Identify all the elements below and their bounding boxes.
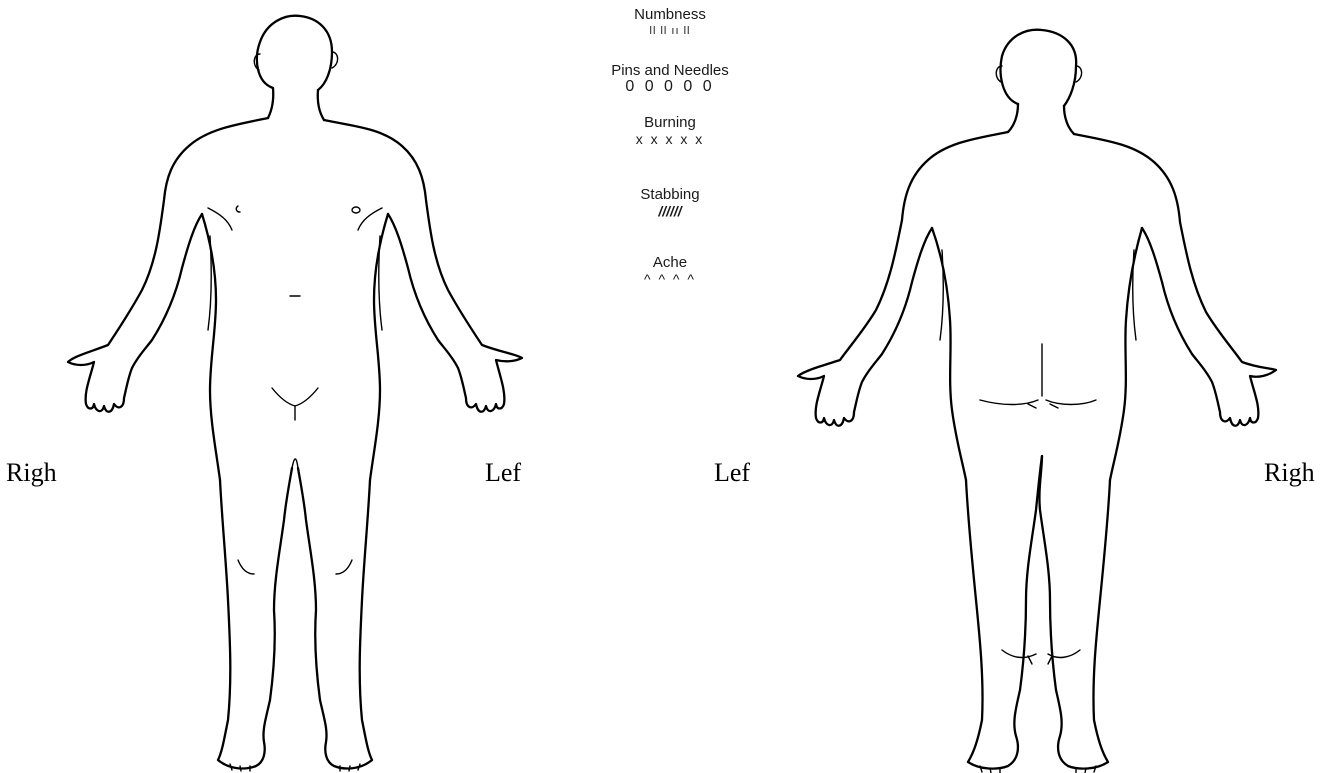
legend-label: Pins and Needles bbox=[540, 62, 800, 79]
legend-symbol: ll ll ıı ll bbox=[540, 23, 800, 39]
legend-symbol: x x x x x bbox=[540, 131, 800, 147]
front-body-outline bbox=[68, 16, 522, 771]
legend-item-stabbing: Stabbing ////// bbox=[540, 186, 800, 219]
front-left-side-label: Lef bbox=[485, 458, 521, 488]
legend-symbol: 0 0 0 0 0 bbox=[540, 79, 800, 95]
back-body-outline bbox=[798, 30, 1276, 773]
front-body-details bbox=[208, 206, 382, 574]
legend-label: Numbness bbox=[540, 6, 800, 23]
legend-item-pins-and-needles: Pins and Needles 0 0 0 0 0 bbox=[540, 62, 800, 95]
legend-symbol: ////// bbox=[540, 203, 800, 219]
legend-item-ache: Ache ^ ^ ^ ^ bbox=[540, 254, 800, 287]
front-body-figure bbox=[60, 0, 530, 773]
legend-item-burning: Burning x x x x x bbox=[540, 114, 800, 147]
legend-label: Burning bbox=[540, 114, 800, 131]
back-right-side-label: Righ bbox=[1264, 458, 1315, 488]
legend-label: Stabbing bbox=[540, 186, 800, 203]
legend-symbol: ^ ^ ^ ^ bbox=[540, 271, 800, 287]
back-left-side-label: Lef bbox=[714, 458, 750, 488]
back-body-details bbox=[980, 344, 1096, 664]
back-body-figure bbox=[792, 0, 1278, 773]
legend-item-numbness: Numbness ll ll ıı ll bbox=[540, 6, 800, 39]
legend-label: Ache bbox=[540, 254, 800, 271]
front-right-side-label: Righ bbox=[6, 458, 57, 488]
